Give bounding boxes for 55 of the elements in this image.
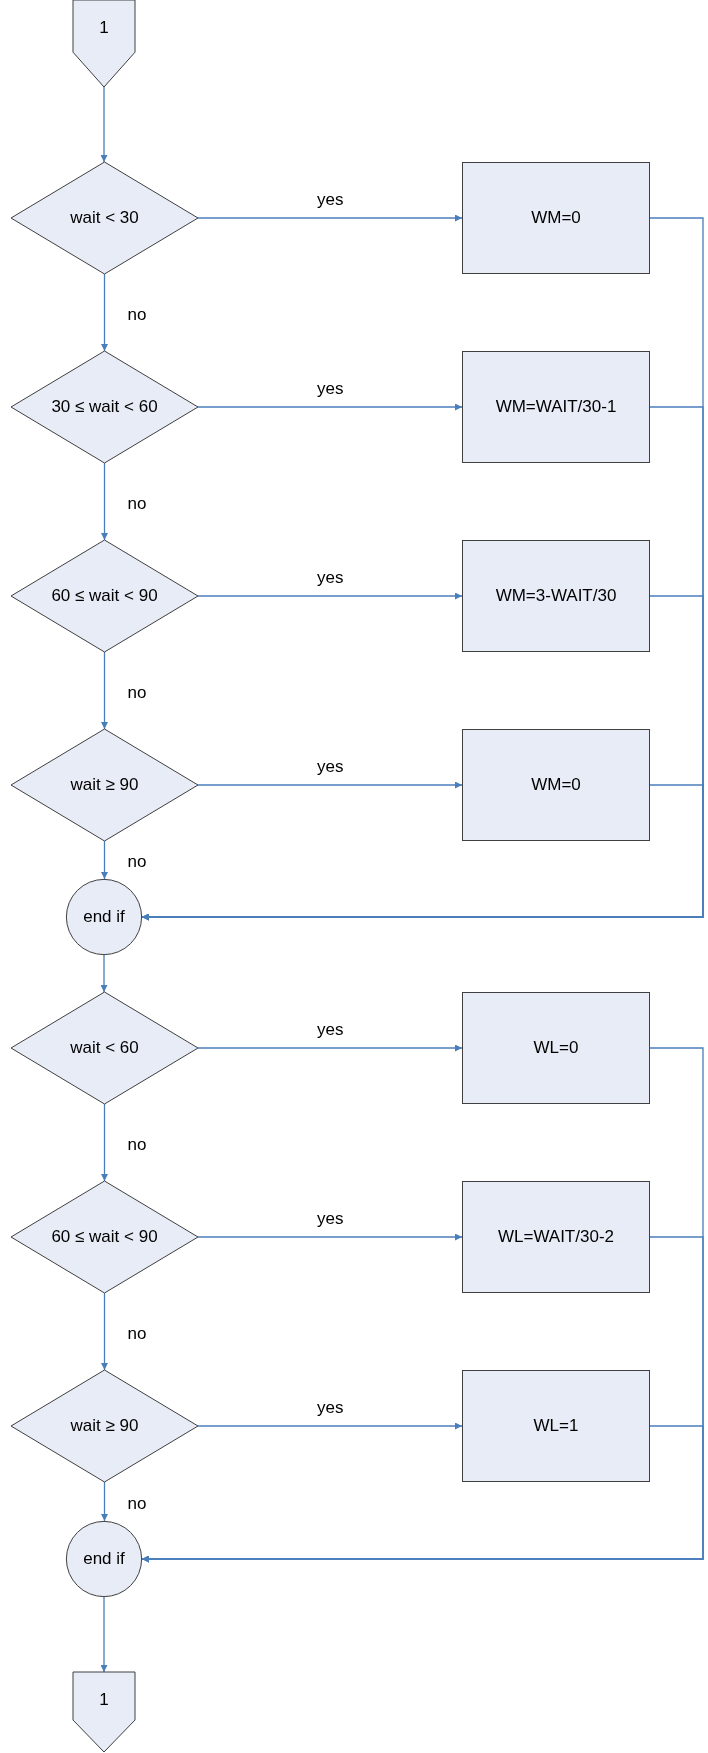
process-box <box>462 540 650 652</box>
decision-diamond <box>11 1181 198 1293</box>
connector-arrow <box>101 1103 108 1182</box>
connector-arrow <box>100 954 108 993</box>
process-box <box>462 729 650 841</box>
process-box <box>462 162 650 274</box>
connector-arrow <box>101 840 108 880</box>
node-text: end if <box>83 1549 125 1569</box>
node-text: wait ≥ 90 <box>70 775 139 795</box>
connector-arrow <box>197 1233 463 1241</box>
process-box <box>462 992 650 1104</box>
node-text: WL=1 <box>533 1416 579 1436</box>
process-box <box>462 351 650 463</box>
node-text: 1 <box>99 18 109 38</box>
off-page-connector <box>73 1672 135 1752</box>
connector-arrow <box>101 1292 108 1371</box>
end-if-circle <box>66 1521 142 1597</box>
connector-arrow <box>101 651 108 730</box>
decision-diamond <box>11 1370 198 1482</box>
node-text: 60 ≤ wait < 90 <box>51 1227 158 1247</box>
connector-arrow <box>141 784 704 921</box>
node-text: 60 ≤ wait < 90 <box>51 586 158 606</box>
node-text: wait < 30 <box>70 208 139 228</box>
node-text: 1 <box>99 1690 109 1710</box>
node-text: WL=0 <box>533 1038 579 1058</box>
decision-diamond <box>11 992 198 1104</box>
node-text: wait ≥ 90 <box>70 1416 139 1436</box>
process-box <box>462 1370 650 1482</box>
connector-arrow <box>197 781 463 789</box>
decision-diamond <box>11 351 198 463</box>
connector-arrow <box>197 592 463 600</box>
off-page-connector <box>73 0 135 87</box>
node-text: wait < 60 <box>70 1038 139 1058</box>
node-text: end if <box>83 907 125 927</box>
process-box <box>462 1181 650 1293</box>
connector-arrow <box>141 1425 704 1563</box>
node-text: WM=WAIT/30-1 <box>495 397 617 417</box>
decision-diamond <box>11 729 198 841</box>
node-text: WL=WAIT/30-2 <box>497 1227 614 1247</box>
node-text: WM=0 <box>531 775 581 795</box>
connector-arrow <box>101 273 108 352</box>
decision-diamond <box>11 162 198 274</box>
connector-arrow <box>197 1422 463 1430</box>
connector-arrow <box>197 1044 463 1052</box>
connector-arrow <box>197 403 463 411</box>
decision-diamond <box>11 540 198 652</box>
end-if-circle <box>66 879 142 955</box>
connector-arrow <box>100 86 108 163</box>
connector-arrow <box>197 214 463 222</box>
node-text: 30 ≤ wait < 60 <box>51 397 158 417</box>
node-text: WM=0 <box>531 208 581 228</box>
connector-arrow <box>101 1481 108 1522</box>
connector-arrow <box>100 1596 108 1673</box>
node-text: WM=3-WAIT/30 <box>495 586 617 606</box>
connector-arrow <box>101 462 108 541</box>
